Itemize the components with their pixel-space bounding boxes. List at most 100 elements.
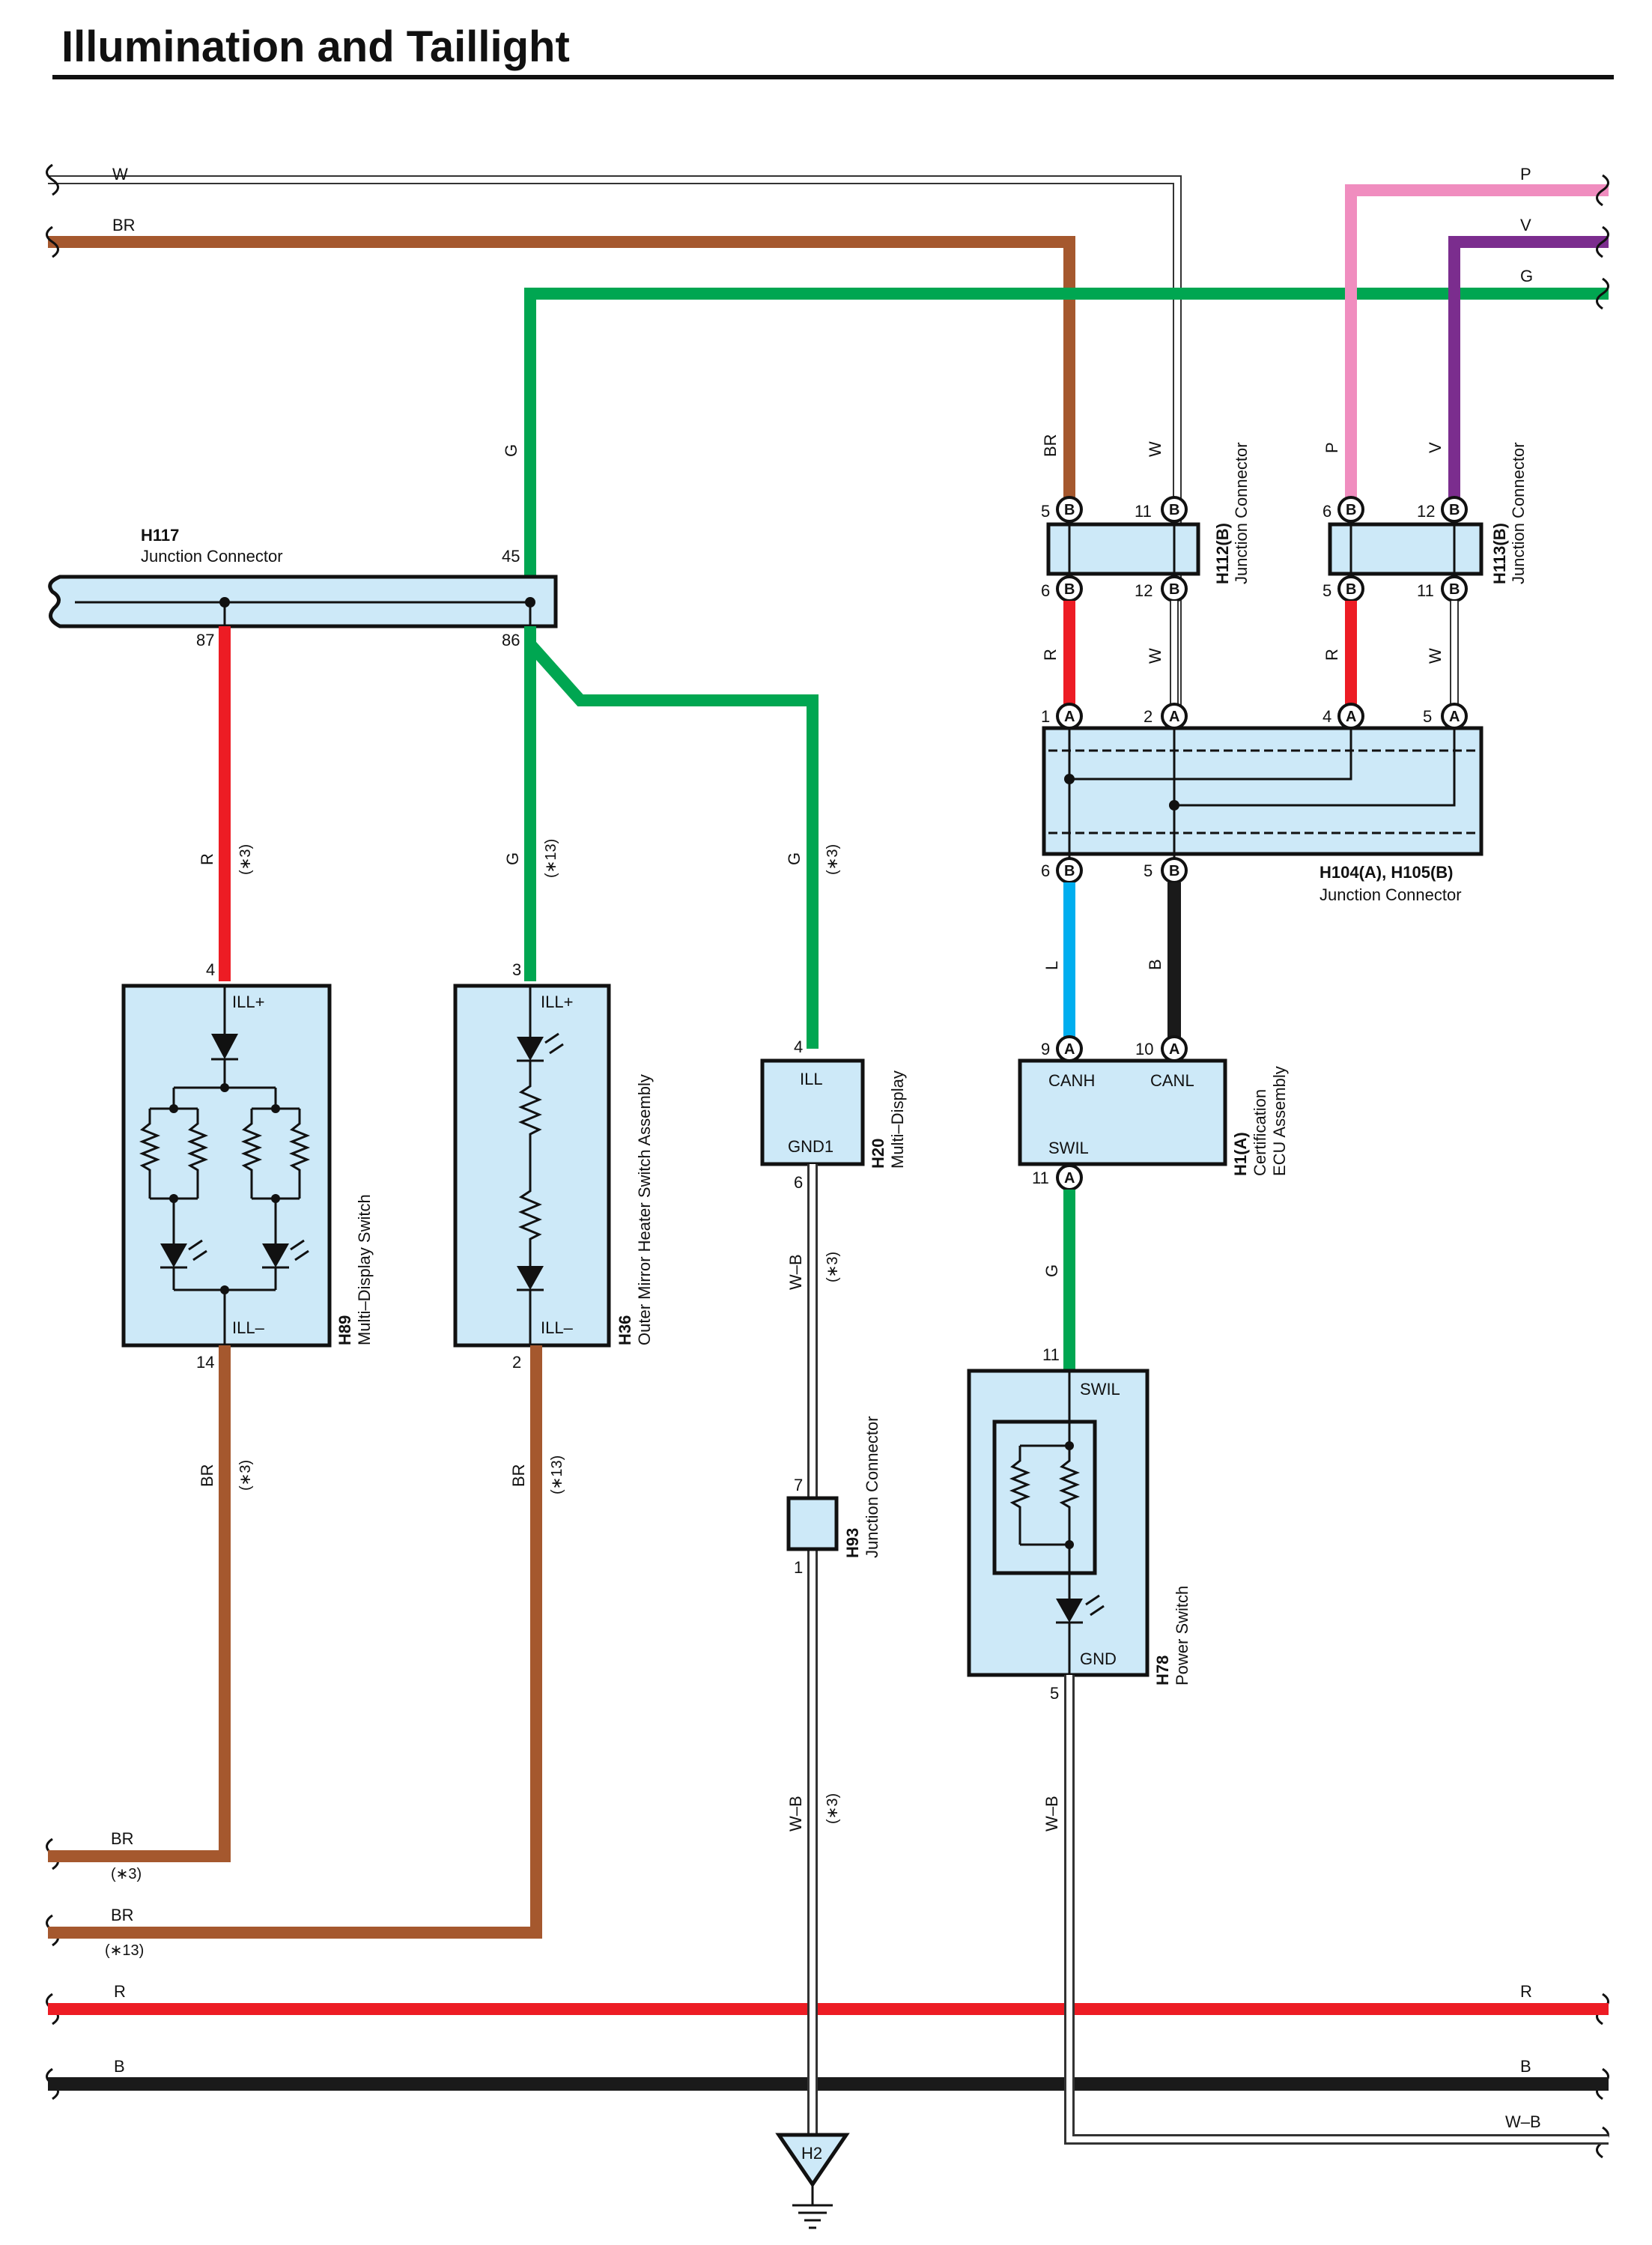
wire-label-wb-upper: W–B [786, 1254, 805, 1290]
h113-conn-letter: B [1449, 581, 1460, 598]
wire-g-h20 [526, 640, 819, 1049]
h104-code: H104(A), H105(B) [1320, 863, 1454, 882]
h1-pin-11: 11 [1032, 1169, 1049, 1187]
h1-code: H1(A) [1231, 1132, 1250, 1176]
wire-br-top [48, 236, 1075, 509]
h104-pin-1: 1 [1041, 707, 1050, 726]
h2-code: H2 [801, 2144, 822, 2163]
wire-note-br-bottom-1: (∗3) [111, 1866, 142, 1882]
wire-note-br-h36: (∗13) [549, 1455, 565, 1494]
h117-pin-86: 86 [502, 631, 520, 649]
h89-name: Multi–Display Switch [355, 1194, 374, 1345]
h113-conn-letter: B [1346, 502, 1356, 518]
h104-name: Junction Connector [1320, 885, 1462, 904]
h1-name-line2: ECU Assembly [1270, 1066, 1289, 1176]
wire-label-r-h89: R [198, 853, 216, 865]
wire-label-v-right: V [1520, 216, 1531, 234]
h117-pin-87: 87 [196, 631, 214, 649]
h112-conn-letter: B [1169, 502, 1179, 518]
h20-code: H20 [869, 1139, 887, 1169]
h112-conn-letter: B [1064, 502, 1075, 518]
h104-conn-letter-b: B [1169, 863, 1179, 879]
wire-label-br-h112: BR [1041, 434, 1060, 457]
h112-pin-12: 12 [1135, 581, 1153, 600]
h113-junction-connector [1328, 509, 1484, 589]
h104-conn-letter-a: A [1346, 709, 1356, 725]
h89-pin-4: 4 [206, 960, 215, 979]
wire-label-p-h113: P [1322, 442, 1341, 453]
h36-pin-3: 3 [512, 960, 521, 979]
wire-label-b-bottom-right: B [1520, 2057, 1531, 2076]
h112-pin-circles [1056, 496, 1188, 602]
wire-br-h89-ground [48, 1345, 231, 1862]
h1-term-canl: CANL [1150, 1071, 1194, 1090]
wire-label-g-right: G [1520, 267, 1533, 285]
h104-pin-6-bottom: 6 [1041, 861, 1050, 880]
h104-conn-letter-a: A [1064, 709, 1075, 725]
h113-conn-letter: B [1346, 581, 1356, 598]
h78-pin-11: 11 [1042, 1345, 1060, 1364]
h104-pin-5: 5 [1423, 707, 1432, 726]
h1-pin-9: 9 [1041, 1040, 1050, 1058]
page-title: Illumination and Taillight [61, 22, 570, 71]
h78-power-switch [967, 1369, 1150, 1677]
wire-label-g-h20: G [785, 852, 804, 865]
h104-pin-5-bottom: 5 [1144, 861, 1153, 880]
h117-junction-connector [48, 575, 558, 628]
h1-pin-circles [1056, 1035, 1188, 1191]
h113-code: H113(B) [1490, 523, 1509, 584]
h20-name: Multi–Display [888, 1070, 907, 1169]
wire-label-r-h112: R [1041, 649, 1060, 661]
h78-term-swil: SWIL [1080, 1380, 1120, 1399]
wire-label-w-h112-low: W [1146, 648, 1164, 664]
h112-pin-11: 11 [1135, 502, 1152, 521]
h113-pin-12: 12 [1417, 502, 1435, 521]
wire-label-br-left: BR [112, 216, 136, 234]
h1-pin-10: 10 [1135, 1040, 1153, 1058]
wire-label-g-h36: G [503, 852, 522, 865]
wire-w-top [48, 175, 1182, 712]
h36-outer-mirror-heater-switch [453, 984, 611, 1348]
wire-p-top [1345, 184, 1609, 509]
h1-name-line1: Certification [1251, 1089, 1269, 1176]
wire-g-top [524, 288, 1609, 599]
h36-term-ill-plus: ILL+ [541, 993, 573, 1011]
wire-label-br-bottom-1: BR [111, 1829, 134, 1848]
h36-name: Outer Mirror Heater Switch Assembly [635, 1074, 654, 1345]
wire-label-w-h112: W [1146, 441, 1164, 457]
h1-conn-letter: A [1064, 1170, 1075, 1187]
h104-pin-2: 2 [1144, 707, 1153, 726]
h113-pin-5: 5 [1322, 581, 1331, 600]
wire-label-br-h89: BR [198, 1464, 216, 1487]
h89-term-ill-minus: ILL– [232, 1318, 265, 1337]
h93-pin-1: 1 [794, 1558, 803, 1577]
h113-pin-11: 11 [1417, 581, 1434, 600]
wire-label-wb-h78: W–B [1042, 1796, 1061, 1832]
wire-label-br-bottom-2: BR [111, 1906, 134, 1924]
h117-code: H117 [141, 526, 179, 545]
wire-label-br-h36: BR [509, 1464, 528, 1487]
h113-name: Junction Connector [1509, 442, 1528, 584]
h20-term-ill: ILL [800, 1070, 823, 1088]
h113-pin-6: 6 [1322, 502, 1331, 521]
wire-label-g-h78: G [1042, 1264, 1061, 1277]
wire-note-g-h20: (∗3) [825, 844, 841, 875]
h1-term-swil: SWIL [1048, 1139, 1089, 1157]
h36-pin-2: 2 [512, 1353, 521, 1372]
wire-br-h36-ground [48, 1345, 542, 1939]
wire-wb-h78 [1064, 1675, 1609, 2145]
h89-code: H89 [335, 1315, 354, 1345]
wire-label-l: L [1042, 961, 1061, 970]
wire-label-r-h113: R [1322, 649, 1341, 661]
h78-name: Power Switch [1173, 1586, 1191, 1685]
h89-term-ill-plus: ILL+ [232, 993, 264, 1011]
wire-label-g-top: G [502, 444, 520, 457]
wire-label-b-bottom-left: B [114, 2057, 125, 2076]
h20-pin-4: 4 [794, 1037, 803, 1056]
h93-junction-connector [786, 1496, 839, 1551]
wire-label-wb-lower: W–B [786, 1796, 805, 1832]
h112-name: Junction Connector [1232, 442, 1251, 584]
h104-conn-letter-a: A [1449, 709, 1460, 725]
wire-note-r-h89: (∗3) [237, 844, 254, 875]
h104-conn-letter-a: A [1169, 709, 1179, 725]
